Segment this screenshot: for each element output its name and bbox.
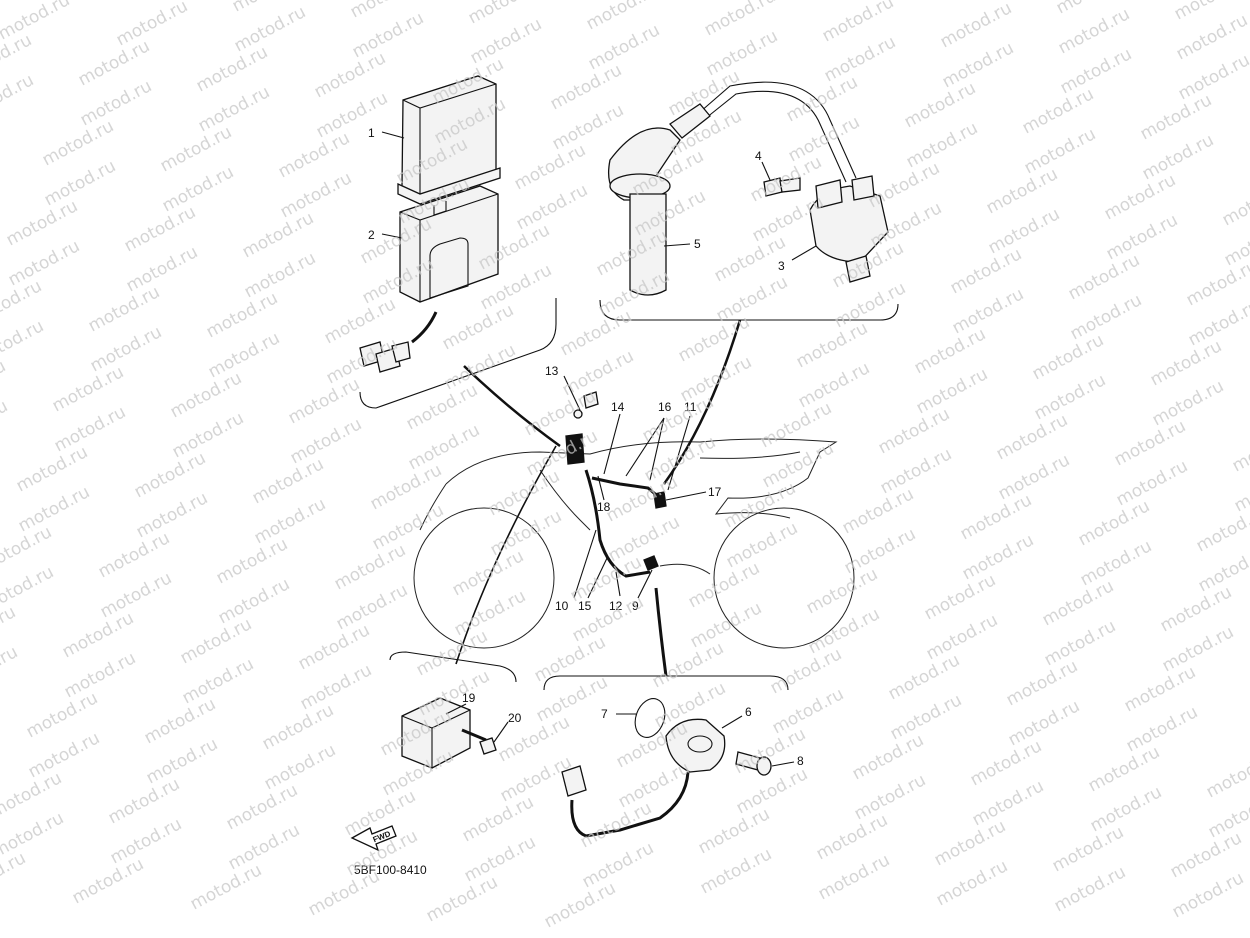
callout-1: 1 <box>368 126 375 140</box>
bolt-8 <box>735 751 761 771</box>
callout-5: 5 <box>694 237 701 251</box>
callout-20: 20 <box>508 711 522 725</box>
callout-17: 17 <box>708 485 722 499</box>
callout-4: 4 <box>755 149 762 163</box>
diagram-code: 5BF100-8410 <box>354 863 427 877</box>
front-wheel <box>413 507 555 649</box>
regulator <box>401 697 471 769</box>
cdi-unit-group <box>359 75 557 409</box>
callout-11: 11 <box>684 400 697 414</box>
speed-sensor-group <box>543 675 789 838</box>
callout-2: 2 <box>368 228 375 242</box>
bolt-20 <box>479 737 497 755</box>
callout-3: 3 <box>778 259 785 273</box>
callout-labels: 1 2 3 4 5 6 7 8 9 10 11 12 13 14 15 16 1… <box>368 126 804 768</box>
motorcycle-outline <box>413 438 855 649</box>
regulator-group <box>389 651 517 769</box>
callout-13: 13 <box>545 364 559 378</box>
callout-15: 15 <box>578 599 592 613</box>
o-ring-7 <box>634 698 666 738</box>
callout-9: 9 <box>632 599 639 613</box>
fwd-arrow: FWD <box>350 825 397 852</box>
callout-18: 18 <box>597 500 611 514</box>
speed-sensor <box>665 718 726 773</box>
leader-lines <box>381 131 817 767</box>
high-tension-lead <box>699 81 857 179</box>
callout-8: 8 <box>797 754 804 768</box>
cdi-bracket <box>399 185 499 303</box>
callout-10: 10 <box>555 599 569 613</box>
wire-harness <box>565 391 667 578</box>
ignition-coil-group <box>599 81 899 321</box>
callout-6: 6 <box>745 705 752 719</box>
rear-wheel <box>713 507 855 649</box>
callout-19: 19 <box>462 691 476 705</box>
callout-7: 7 <box>601 707 608 721</box>
callout-14: 14 <box>611 400 625 414</box>
callout-12: 12 <box>609 599 623 613</box>
callout-16: 16 <box>658 400 672 414</box>
